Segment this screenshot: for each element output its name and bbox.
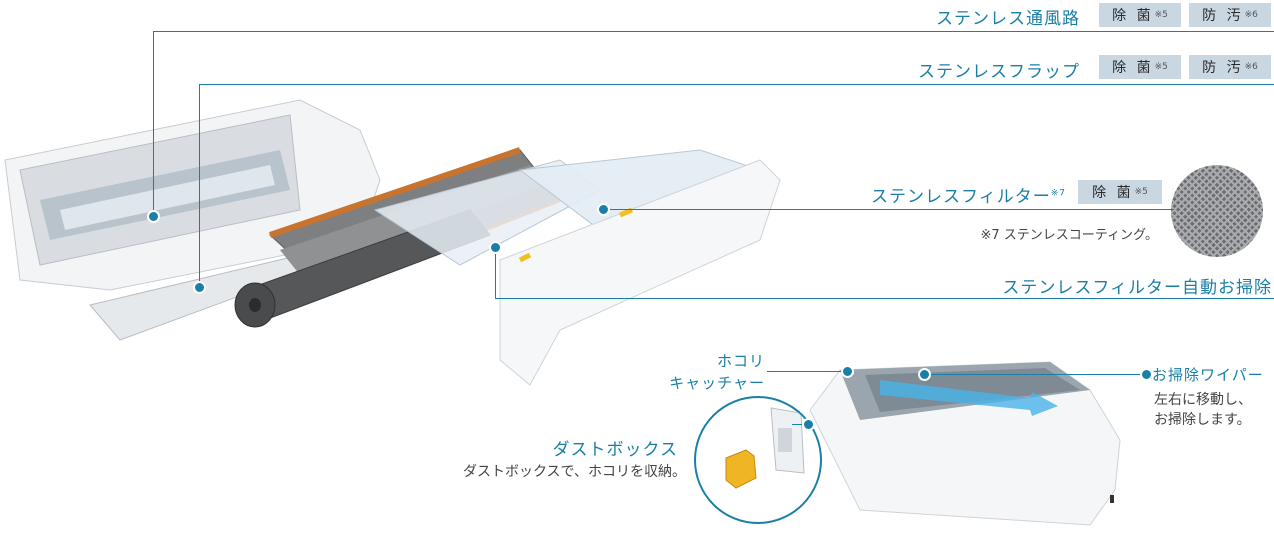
leader-filter-dot bbox=[597, 203, 610, 216]
badge-antibacterial-duct: 除 菌※5 bbox=[1099, 3, 1181, 27]
stainless-filter-frames bbox=[373, 149, 762, 266]
filter-note: ※7 ステンレスコーティング。 bbox=[980, 228, 1158, 243]
cleaning-wiper-desc: 左右に移動し、 お掃除します。 bbox=[1154, 392, 1252, 428]
stainless-mesh-zoom bbox=[1171, 165, 1263, 257]
badge-antifouling-duct: 防 汚※6 bbox=[1189, 3, 1271, 27]
label-filter-auto-clean: ステンレスフィルター自動お掃除 bbox=[1002, 278, 1272, 298]
leader-wiper-h bbox=[925, 374, 1146, 375]
aircon-unit-illustration bbox=[809, 361, 1121, 526]
leader-dustbox-dot bbox=[802, 418, 815, 431]
leader-autoclean-h bbox=[495, 298, 1274, 299]
dust-box-desc: ダストボックスで、ホコリを収納。 bbox=[462, 464, 686, 480]
label-dust-box: ダストボックス bbox=[552, 440, 678, 460]
leader-catcher-h bbox=[767, 371, 847, 372]
leader-filter-h bbox=[604, 209, 1174, 210]
badge-antifouling-flap: 防 汚※6 bbox=[1189, 55, 1271, 79]
badge-antibacterial-flap: 除 菌※5 bbox=[1099, 55, 1181, 79]
leader-duct-dot bbox=[147, 210, 160, 223]
leader-duct-h bbox=[153, 31, 1274, 32]
leader-catcher-dot bbox=[841, 365, 854, 378]
front-panel bbox=[499, 159, 781, 386]
leader-wiper-dot bbox=[918, 368, 931, 381]
leader-flap-h bbox=[199, 84, 1274, 85]
dust-box-zoom-circle bbox=[694, 396, 822, 524]
leader-autoclean-v bbox=[495, 247, 496, 299]
label-dust-catcher: ホコリ キャッチャー bbox=[669, 352, 765, 392]
label-stainless-duct: ステンレス通風路 bbox=[936, 9, 1080, 29]
leader-autoclean-dot bbox=[489, 241, 502, 254]
indoor-unit-housing bbox=[4, 99, 381, 291]
label-cleaning-wiper: お掃除ワイパー bbox=[1152, 366, 1264, 384]
leader-wiper-end-dot bbox=[1140, 368, 1153, 381]
leader-duct-v bbox=[153, 31, 154, 216]
leader-flap-dot bbox=[193, 281, 206, 294]
dust-box-icon bbox=[725, 407, 805, 489]
label-stainless-flap: ステンレスフラップ bbox=[918, 62, 1080, 82]
leader-dustbox-h bbox=[792, 424, 808, 425]
badge-antibacterial-filter: 除 菌※5 bbox=[1078, 180, 1162, 204]
aircon-exploded-illustration bbox=[4, 99, 781, 386]
label-stainless-filter: ステンレスフィルター※7 bbox=[871, 187, 1066, 207]
leader-flap-v bbox=[199, 84, 200, 287]
wiper-arrow bbox=[880, 380, 1058, 416]
